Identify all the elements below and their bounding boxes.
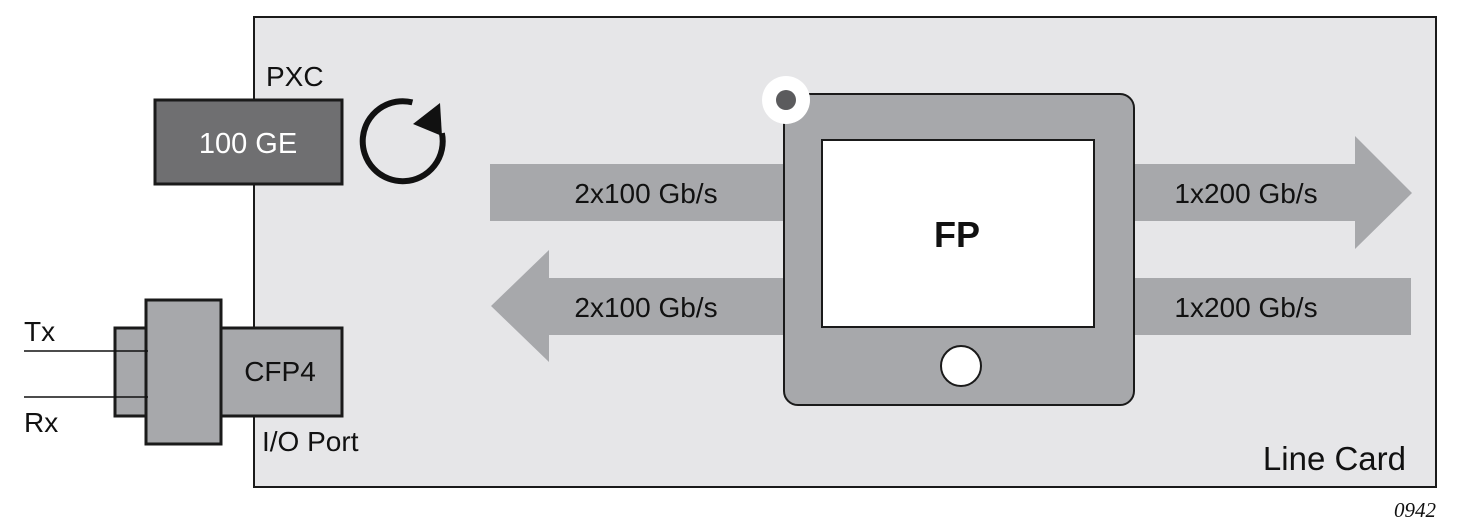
arrow-in-bottom-right bbox=[1133, 278, 1411, 335]
arrow-out-top-right bbox=[1133, 136, 1412, 249]
arrow-in-top-left bbox=[490, 164, 786, 221]
arrow-in-top-left-label: 2x100 Gb/s bbox=[574, 178, 717, 209]
refresh-icon bbox=[359, 98, 446, 185]
cfp4-label: CFP4 bbox=[244, 356, 316, 387]
pxc-100ge-block bbox=[153, 98, 344, 186]
arrow-out-bottom-left bbox=[491, 250, 786, 362]
fp-screen bbox=[821, 139, 1095, 328]
tx-label: Tx bbox=[24, 316, 55, 347]
line-card-label: Line Card bbox=[1263, 440, 1406, 477]
arrow-out-top-right-label: 1x200 Gb/s bbox=[1174, 178, 1317, 209]
fp-home-button bbox=[940, 345, 982, 387]
cfp4-connector-back bbox=[113, 326, 150, 418]
arrow-out-bottom-left-label: 2x100 Gb/s bbox=[574, 292, 717, 323]
status-indicator-dot bbox=[776, 90, 796, 110]
cfp4-latch bbox=[144, 298, 223, 446]
rx-label: Rx bbox=[24, 407, 58, 438]
arrow-in-bottom-right-label: 1x200 Gb/s bbox=[1174, 292, 1317, 323]
io-port-label: I/O Port bbox=[262, 426, 359, 457]
pxc-label: PXC bbox=[266, 61, 324, 92]
fp-label: FP bbox=[934, 214, 980, 255]
pxc-100ge-label: 100 GE bbox=[199, 128, 297, 160]
figure-id: 0942 bbox=[1394, 498, 1437, 522]
